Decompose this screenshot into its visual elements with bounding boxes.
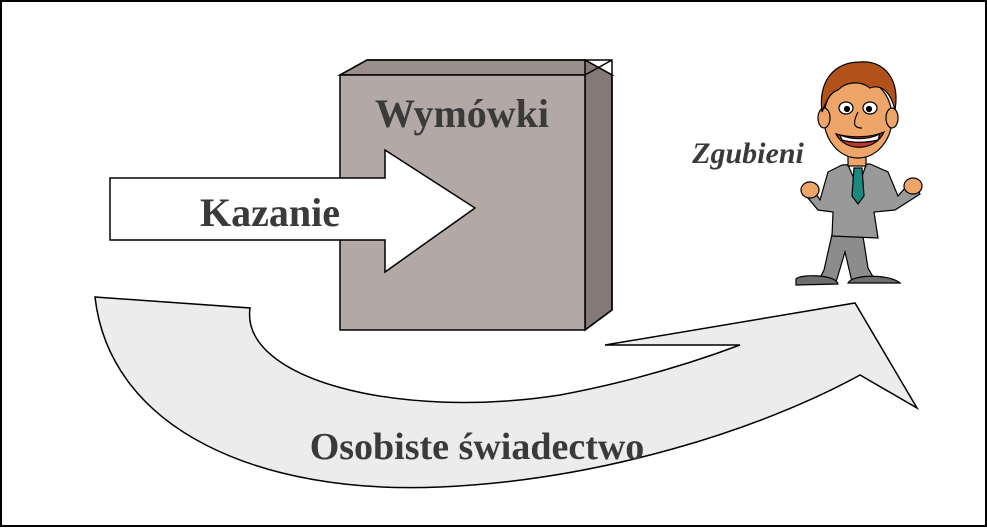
person-ear-right xyxy=(885,107,899,129)
straight-arrow-preaching xyxy=(109,148,477,274)
person-hand-right xyxy=(903,177,923,195)
person-shoe-left xyxy=(795,275,839,286)
lost-person-illustration xyxy=(795,61,923,286)
wall-side-face xyxy=(584,58,613,332)
wall-label: Wymówki xyxy=(375,91,549,136)
person-label: Zgubieni xyxy=(691,137,804,170)
arrow-label: Kazanie xyxy=(200,190,340,235)
person-hand-left xyxy=(800,181,820,199)
person-shoe-right xyxy=(847,275,902,284)
wall-edges xyxy=(339,59,613,331)
person-pupil-right xyxy=(865,105,873,113)
person-tie xyxy=(851,167,865,205)
person-pupil-left xyxy=(843,105,851,113)
wall-top-face xyxy=(337,59,615,76)
curve-label: Osobiste świadectwo xyxy=(310,426,645,468)
person-nose xyxy=(853,111,863,129)
person-ear-left xyxy=(817,107,831,129)
curve-arrow-testimony xyxy=(94,296,920,489)
person-hair xyxy=(820,61,897,113)
person-teeth xyxy=(838,132,882,143)
